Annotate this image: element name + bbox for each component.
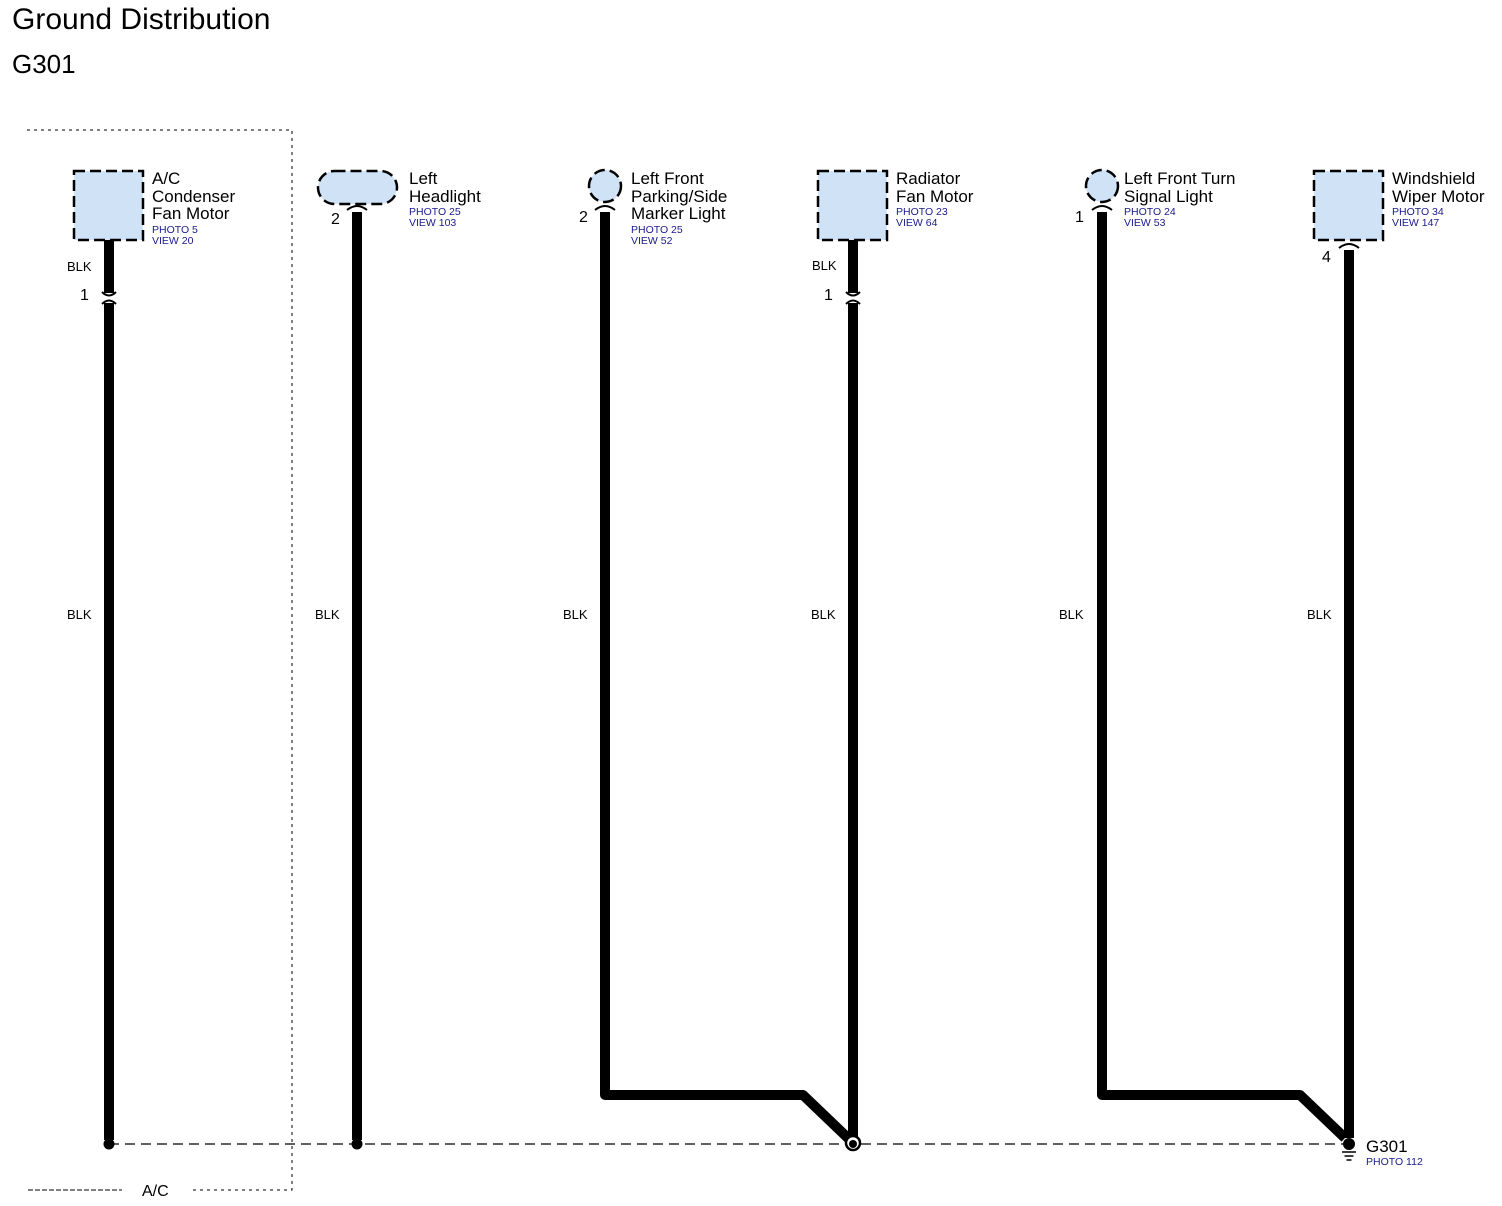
wire-label: BLK bbox=[1307, 607, 1332, 622]
pin-socket-icon bbox=[1338, 243, 1360, 249]
pin-label: 4 bbox=[1322, 249, 1331, 266]
pin-label: 1 bbox=[824, 287, 833, 304]
pin-socket-icon bbox=[594, 205, 616, 211]
ac-boundary-box: A/C bbox=[27, 129, 293, 1200]
ac-box-label: A/C bbox=[142, 1183, 169, 1200]
wire-label: BLK bbox=[812, 258, 837, 273]
wire-label: BLK bbox=[1059, 607, 1084, 622]
component-left-front-parking-side-marker-light[interactable]: Left Front Parking/Side Marker Light PHO… bbox=[563, 168, 854, 1144]
pin-label: 2 bbox=[579, 209, 588, 226]
component-ref: PHOTO 25 VIEW 103 bbox=[409, 206, 464, 229]
component-ref: PHOTO 5 VIEW 20 bbox=[152, 224, 201, 247]
left-front-parking-light-body bbox=[587, 168, 623, 204]
component-ref: PHOTO 24 VIEW 53 bbox=[1124, 206, 1179, 229]
wire-label: BLK bbox=[315, 607, 340, 622]
component-ac-condenser-fan-motor[interactable]: A/C Condenser Fan Motor PHOTO 5 VIEW 20 … bbox=[67, 169, 240, 1150]
left-front-turn-signal-body bbox=[1084, 168, 1120, 204]
page-title: Ground Distribution bbox=[12, 3, 271, 36]
wire-segment bbox=[1097, 212, 1349, 1142]
component-name: Left Headlight bbox=[409, 169, 481, 206]
ground-icon bbox=[1342, 1151, 1356, 1161]
component-name: Left Front Parking/Side Marker Light bbox=[631, 169, 732, 223]
pin-label: 1 bbox=[1075, 209, 1084, 226]
left-headlight-body bbox=[316, 169, 399, 206]
component-ref: PHOTO 25 VIEW 52 bbox=[631, 224, 686, 247]
wire-label: BLK bbox=[811, 607, 836, 622]
component-windshield-wiper-motor[interactable]: Windshield Wiper Motor PHOTO 34 VIEW 147… bbox=[1307, 169, 1485, 1138]
ground-name: G301 bbox=[1366, 1137, 1408, 1156]
ground-g301[interactable]: G301 PHOTO 112 bbox=[1342, 1137, 1423, 1168]
splice-dot bbox=[103, 1138, 115, 1150]
component-name: Left Front Turn Signal Light bbox=[1124, 169, 1240, 206]
wire-segment bbox=[600, 212, 854, 1144]
component-left-front-turn-signal-light[interactable]: Left Front Turn Signal Light PHOTO 24 VI… bbox=[1059, 168, 1349, 1142]
windshield-wiper-motor-body bbox=[1312, 169, 1385, 242]
wire-label: BLK bbox=[67, 259, 92, 274]
pin-label: 1 bbox=[80, 287, 89, 304]
ground-ref: PHOTO 112 bbox=[1366, 1156, 1423, 1168]
page-subtitle: G301 bbox=[12, 49, 76, 79]
ground-node bbox=[1343, 1138, 1355, 1150]
pin-label: 2 bbox=[331, 211, 340, 228]
ac-condenser-fan-motor-body bbox=[72, 169, 145, 242]
pin-socket-icon bbox=[346, 205, 368, 211]
wire-label: BLK bbox=[67, 607, 92, 622]
radiator-fan-motor-body bbox=[816, 169, 889, 242]
component-left-headlight[interactable]: Left Headlight PHOTO 25 VIEW 103 2 BLK bbox=[315, 169, 481, 1150]
wire-label: BLK bbox=[563, 607, 588, 622]
component-radiator-fan-motor[interactable]: Radiator Fan Motor PHOTO 23 VIEW 64 BLK … bbox=[811, 169, 974, 1152]
splice-dot bbox=[351, 1138, 363, 1150]
inline-connector-icon bbox=[845, 291, 861, 305]
component-name: A/C Condenser Fan Motor bbox=[152, 169, 240, 223]
component-ref: PHOTO 34 VIEW 147 bbox=[1392, 206, 1447, 229]
component-name: Windshield Wiper Motor bbox=[1392, 169, 1485, 206]
inline-connector-icon bbox=[101, 291, 117, 305]
component-ref: PHOTO 23 VIEW 64 bbox=[896, 206, 951, 229]
component-name: Radiator Fan Motor bbox=[896, 169, 974, 206]
splice-dot bbox=[849, 1140, 857, 1148]
pin-socket-icon bbox=[1091, 205, 1113, 211]
